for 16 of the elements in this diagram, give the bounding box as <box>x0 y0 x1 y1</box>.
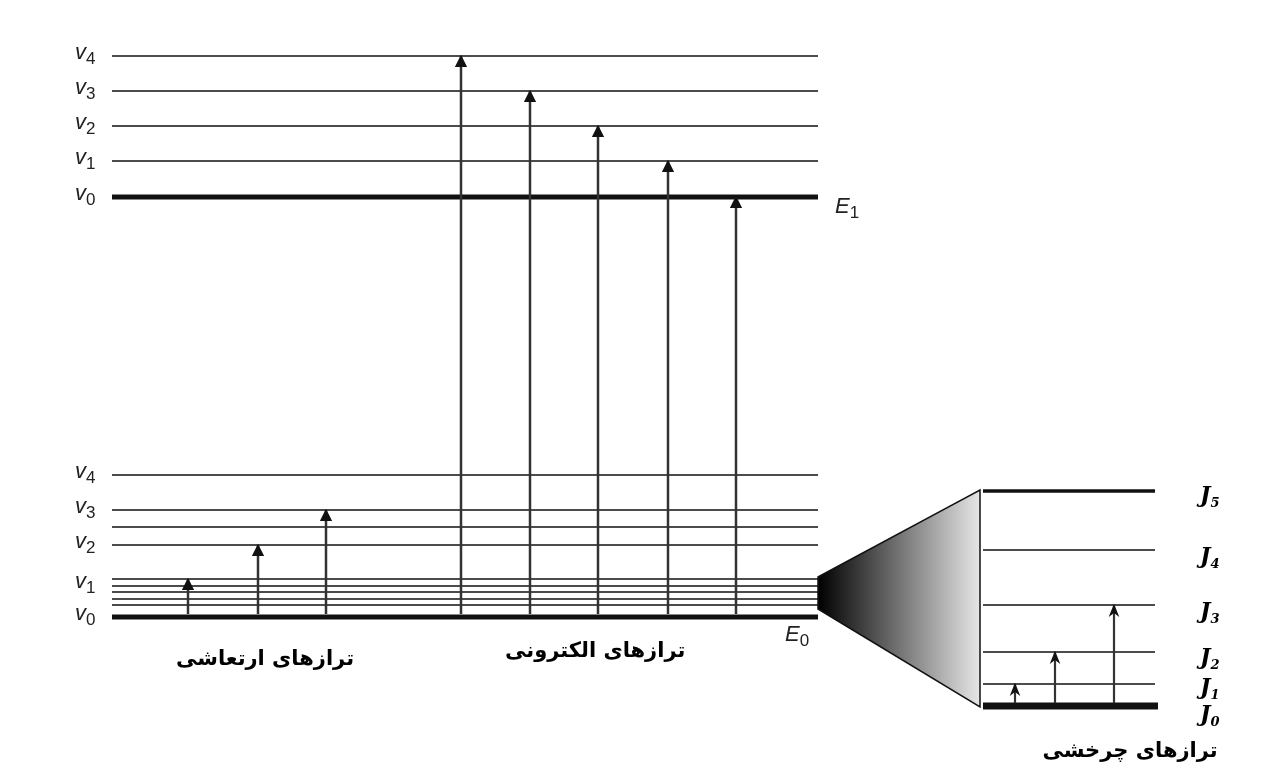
level-label: v$_{1}$ <box>75 570 96 597</box>
level-label: v$_{0}$ <box>75 182 96 209</box>
level-label: v$_{3}$ <box>75 495 96 522</box>
level-label: v$_{1}$ <box>75 146 96 173</box>
level-label: E$_{1}$ <box>835 195 860 222</box>
level-label: v$_{0}$ <box>75 602 96 629</box>
group-caption: ترازهای الکترونی <box>505 639 686 661</box>
level-label: E$_{0}$ <box>785 623 810 650</box>
level-label: v$_{4}$ <box>75 41 96 68</box>
group-caption: ترازهای چرخشی <box>1042 739 1218 761</box>
level-label: v$_{2}$ <box>75 111 96 138</box>
level-label: v$_{4}$ <box>75 460 96 487</box>
level-label: v$_{2}$ <box>75 530 96 557</box>
zoom-wedge <box>817 488 981 709</box>
group-caption: ترازهای ارتعاشی <box>176 647 355 669</box>
level-label: v$_{3}$ <box>75 76 96 103</box>
